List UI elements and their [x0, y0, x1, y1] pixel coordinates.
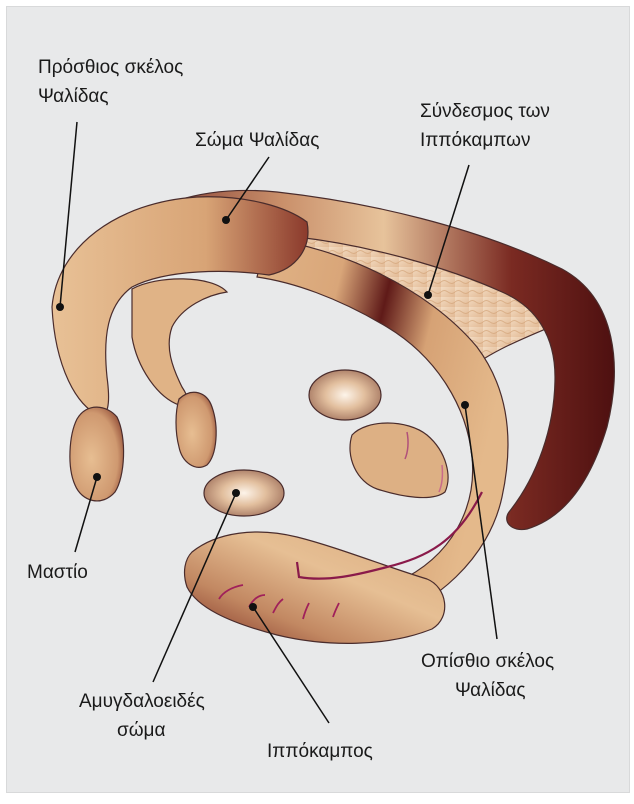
fimbria-fold	[350, 423, 448, 498]
label-fornix-body: Σώμα Ψαλίδας	[195, 130, 319, 151]
dot-mammillary	[93, 473, 101, 481]
label-posterior-fornix-line2: Ψαλίδας	[455, 680, 526, 701]
dot-fornix-body	[222, 216, 230, 224]
dot-hippocampus	[249, 603, 257, 611]
label-anterior-fornix-line2: Ψαλίδας	[38, 86, 109, 107]
central-blob-upper	[309, 370, 381, 420]
label-posterior-fornix-line1: Οπίσθιο σκέλος	[421, 651, 554, 672]
label-mammillary: Μαστίο	[27, 562, 88, 583]
hippocampus-shape	[185, 532, 445, 643]
mammillary-body-right	[176, 392, 216, 467]
dot-amygdala	[232, 489, 240, 497]
anterior-crus-shape	[132, 279, 227, 406]
label-commissure-line1: Σύνδεσμος των	[420, 101, 550, 122]
fornix-diagram: Πρόσθιος σκέλος Ψαλίδας Σώμα Ψαλίδας Σύν…	[7, 7, 634, 804]
label-amygdala-line2: σώμα	[117, 720, 166, 741]
dot-commissure	[424, 291, 432, 299]
diagram-panel: Πρόσθιος σκέλος Ψαλίδας Σώμα Ψαλίδας Σύν…	[6, 6, 630, 793]
mammillary-body-left	[70, 407, 124, 501]
dot-anterior-fornix	[56, 303, 64, 311]
amygdala-shape	[204, 470, 284, 516]
label-amygdala-line1: Αμυγδαλοειδές	[79, 691, 205, 712]
dot-posterior-fornix	[461, 401, 469, 409]
label-anterior-fornix-line1: Πρόσθιος σκέλος	[38, 57, 183, 78]
label-commissure-line2: Ιππόκαμπων	[420, 130, 530, 151]
label-hippocampus: Ιππόκαμπος	[267, 741, 373, 762]
